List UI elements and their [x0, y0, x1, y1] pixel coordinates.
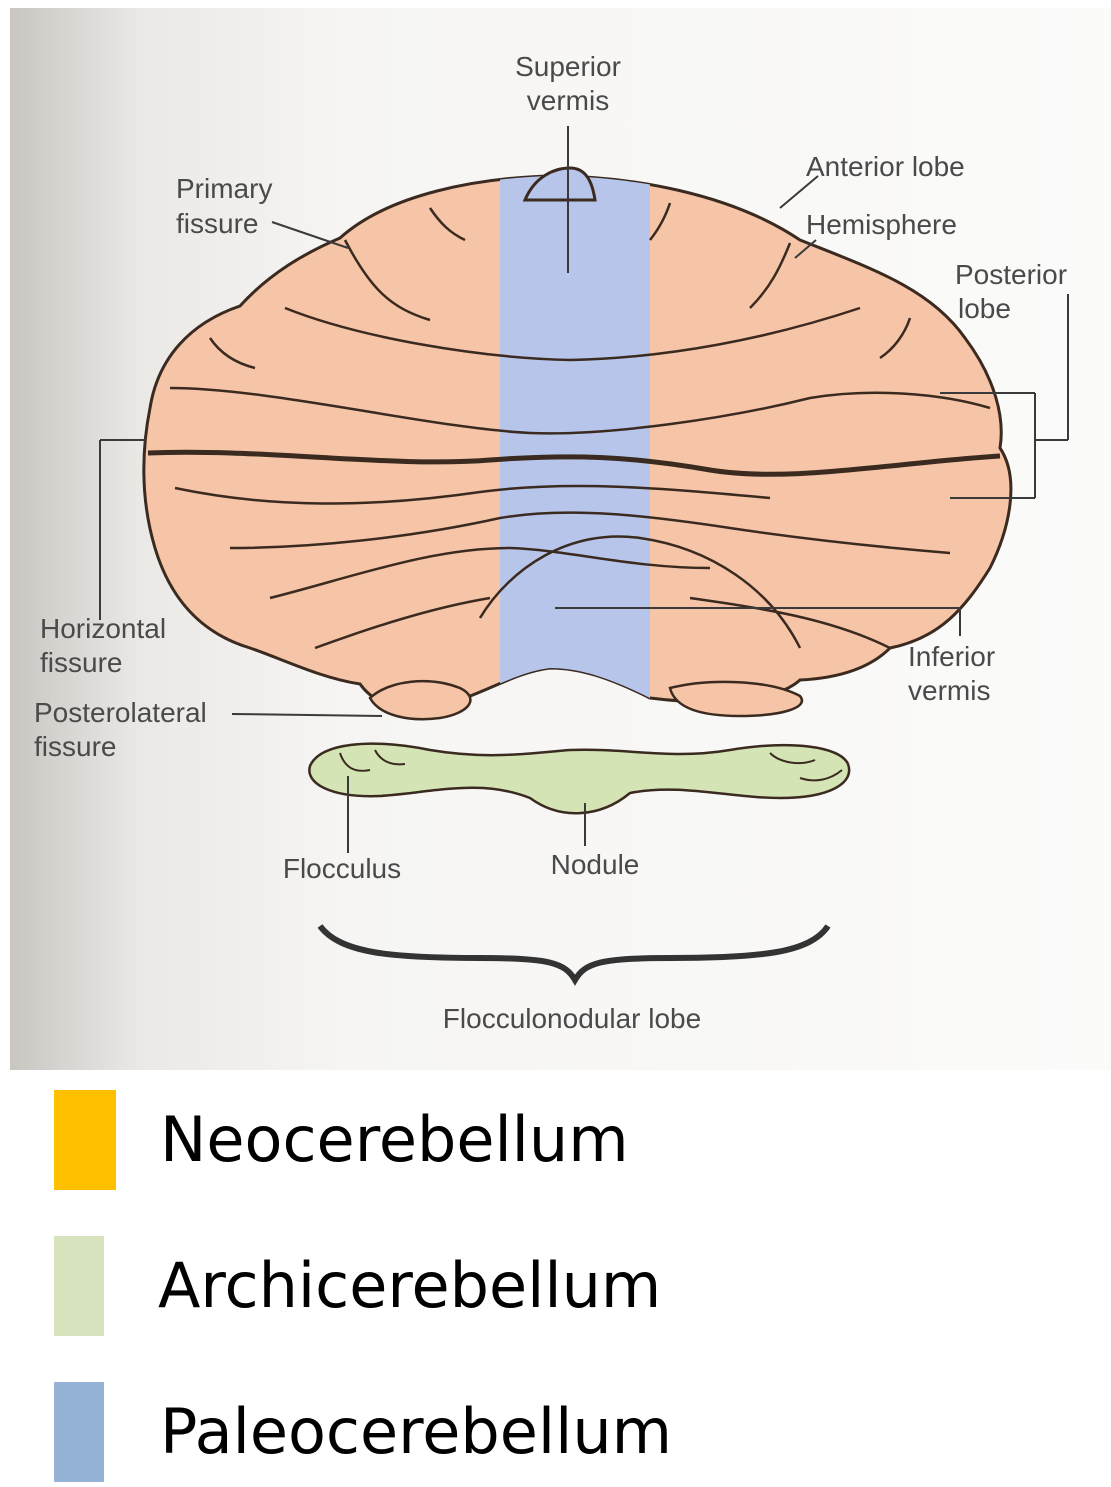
legend-label-archicerebellum: Archicerebellum: [158, 1249, 662, 1322]
vermis-band: [500, 176, 650, 709]
legend-label-paleocerebellum: Paleocerebellum: [160, 1395, 673, 1468]
label-primary-fissure-1: Primary: [176, 173, 272, 204]
leader-lines: [99, 126, 1069, 853]
legend-swatch-neocerebellum: [54, 1090, 116, 1190]
label-hemisphere: Hemisphere: [806, 209, 957, 240]
label-anterior-lobe: Anterior lobe: [806, 151, 965, 182]
flocculonodular-brace: [317, 924, 831, 986]
label-primary-fissure-2: fissure: [176, 208, 258, 239]
label-horizontal-fissure-1: Horizontal: [40, 613, 166, 644]
superior-vermis-bump: [522, 166, 597, 202]
legend-swatch-archicerebellum: [54, 1236, 104, 1336]
label-posterior-lobe-2: lobe: [958, 293, 1011, 324]
label-flocculonodular-lobe: Flocculonodular lobe: [443, 1003, 701, 1034]
label-posterior-lobe-1: Posterior: [955, 259, 1067, 290]
label-horizontal-fissure-2: fissure: [40, 647, 122, 678]
label-nodule: Nodule: [551, 849, 640, 880]
label-posterolateral-fissure-1: Posterolateral: [34, 697, 207, 728]
tonsil-right: [668, 680, 804, 718]
label-superior-vermis-1: Superior: [515, 51, 621, 82]
legend-item-neocerebellum: Neocerebellum: [0, 1090, 1111, 1200]
flocculonodular-lobe: [308, 742, 851, 815]
legend-item-archicerebellum: Archicerebellum: [0, 1236, 1111, 1346]
label-flocculus: Flocculus: [283, 853, 401, 884]
folia-lines: [147, 202, 1001, 650]
label-inferior-vermis-2: vermis: [908, 675, 990, 706]
legend-swatch-paleocerebellum: [54, 1382, 104, 1482]
flocculus-folia: [339, 749, 843, 782]
legend-label-neocerebellum: Neocerebellum: [160, 1103, 629, 1176]
cerebellum-illustration: Superior vermis Anterior lobe Primary fi…: [10, 8, 1111, 1070]
label-inferior-vermis-1: Inferior: [908, 641, 995, 672]
cerebellum-diagram: Superior vermis Anterior lobe Primary fi…: [10, 8, 1111, 1070]
label-superior-vermis-2: vermis: [527, 85, 609, 116]
label-posterolateral-fissure-2: fissure: [34, 731, 116, 762]
legend-item-paleocerebellum: Paleocerebellum: [0, 1382, 1111, 1487]
tonsil-left: [368, 679, 472, 721]
